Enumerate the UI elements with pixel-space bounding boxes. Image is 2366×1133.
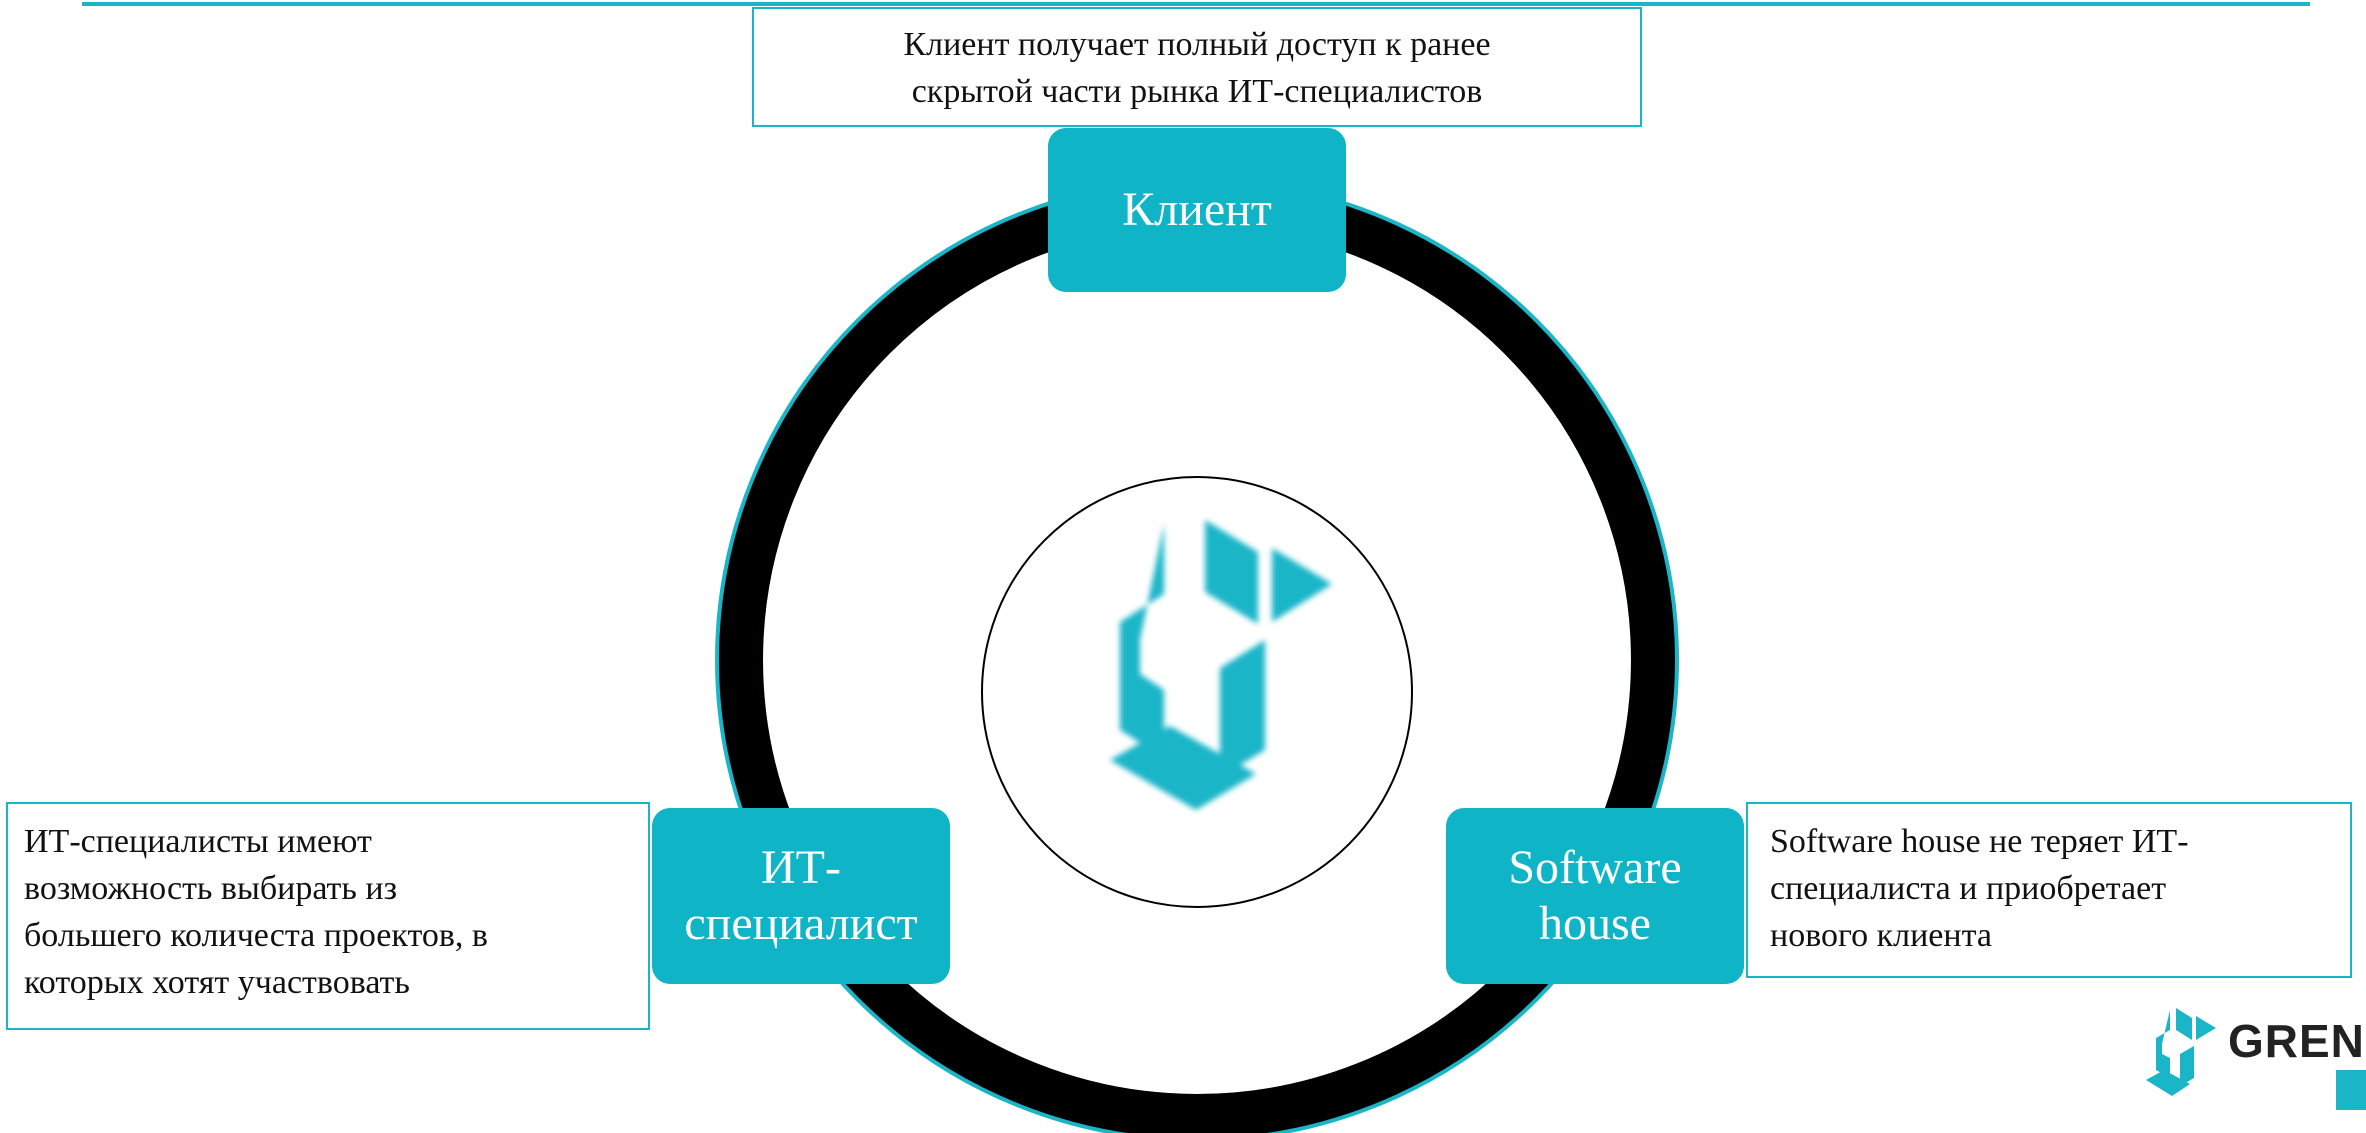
description-software-house: Software house не теряет ИТ- специалиста… (1746, 802, 2352, 978)
node-it-specialist-label-line-1: ИТ- (761, 841, 841, 894)
grenade-logo-icon (2146, 1008, 2216, 1096)
node-client: Клиент (1048, 128, 1346, 292)
center-circle (981, 476, 1413, 908)
description-sh-line-3: нового клиента (1770, 917, 1992, 954)
node-client-label: Клиент (1122, 183, 1272, 236)
brand-accent-shape (2336, 1070, 2366, 1110)
brand-logo: GRENA (2128, 1000, 2366, 1133)
description-client-line-2: скрытой части рынка ИТ-специалистов (911, 73, 1483, 110)
node-software-house-label-line-2: house (1539, 897, 1651, 950)
node-it-specialist-label-line-2: специалист (684, 897, 918, 950)
top-divider (82, 2, 2310, 6)
node-software-house: Software house (1446, 808, 1744, 984)
description-sh-line-2: специалиста и приобретает (1770, 870, 2167, 907)
grenade-logo-icon (1110, 520, 1332, 810)
node-it-specialist: ИТ- специалист (652, 808, 950, 984)
description-it-line-3: большего количеста проектов, в (24, 917, 488, 954)
description-client: Клиент получает полный доступ к ранее ск… (752, 7, 1642, 127)
description-sh-line-1: Software house не теряет ИТ- (1770, 823, 2189, 860)
description-client-line-1: Клиент получает полный доступ к ранее (903, 26, 1491, 63)
description-it-line-4: которых хотят участвовать (24, 964, 410, 1001)
brand-name: GRENA (2228, 1015, 2366, 1067)
node-software-house-label-line-1: Software (1508, 841, 1682, 894)
description-it-specialist: ИТ-специалисты имеют возможность выбират… (6, 802, 650, 1030)
description-it-line-2: возможность выбирать из (24, 870, 398, 907)
description-it-line-1: ИТ-специалисты имеют (24, 823, 372, 860)
